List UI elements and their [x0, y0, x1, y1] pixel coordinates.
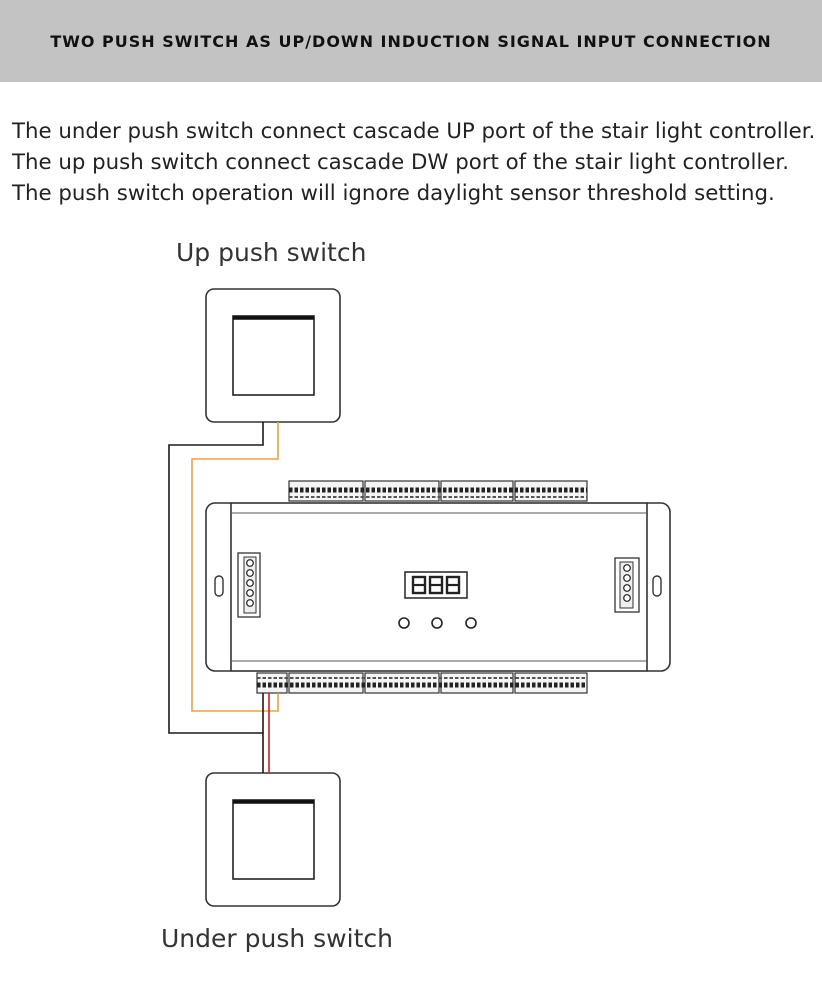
up-switch-label: Up push switch [176, 238, 367, 267]
mount-hole-left [214, 575, 224, 597]
up-push-switch [205, 288, 341, 423]
mount-hole-right [652, 575, 662, 597]
segment-display [404, 571, 468, 599]
orange-wire [191, 422, 279, 712]
stair-light-controller [205, 480, 671, 694]
under-switch-label: Under push switch [161, 924, 393, 953]
description-text: The under push switch connect cascade UP… [12, 116, 817, 209]
description-line: The push switch operation will ignore da… [12, 181, 775, 206]
right-side-connector [614, 557, 640, 613]
bottom-terminal-blocks [256, 672, 588, 694]
controller-button [465, 617, 477, 629]
top-terminal-blocks [288, 480, 588, 502]
controller-button [398, 617, 410, 629]
description-line: The under push switch connect cascade UP… [12, 119, 816, 144]
title-bar: TWO PUSH SWITCH AS UP/DOWN INDUCTION SIG… [0, 0, 822, 82]
controller-button [431, 617, 443, 629]
black-wire [168, 422, 264, 773]
page-title: TWO PUSH SWITCH AS UP/DOWN INDUCTION SIG… [50, 31, 772, 51]
wires [168, 422, 279, 773]
description-line: The up push switch connect cascade DW po… [12, 150, 789, 175]
under-push-switch [205, 772, 341, 907]
left-side-connector [237, 552, 261, 618]
